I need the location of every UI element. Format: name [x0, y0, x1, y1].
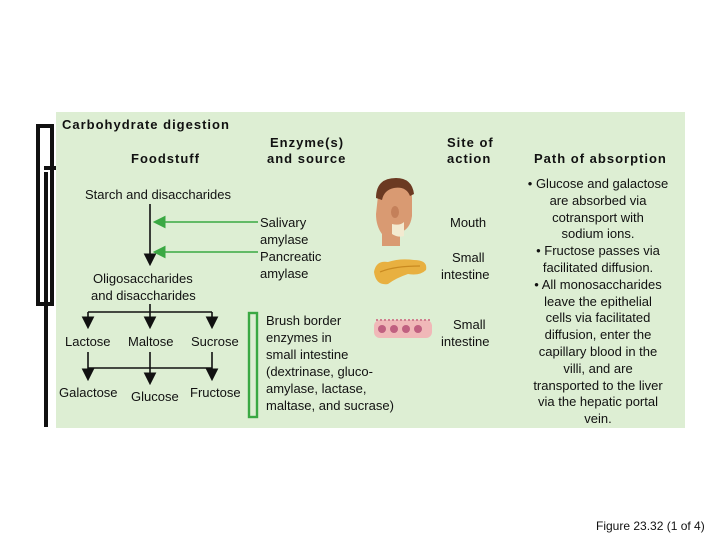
absorption-line: transported to the liver	[533, 377, 663, 393]
foodstuff-galactose: Galactose	[59, 385, 118, 400]
absorption-line: leave the epithelial	[544, 293, 652, 309]
absorption-line: facilitated diffusion.	[542, 259, 654, 275]
foodstuff-oligo-line2: and disaccharides	[91, 288, 196, 303]
absorption-line: cotransport with	[552, 209, 644, 225]
foodstuff-glucose: Glucose	[131, 389, 179, 404]
enzyme-pancreatic-line1: Pancreatic	[260, 249, 322, 264]
foodstuff-fructose: Fructose	[190, 385, 241, 400]
site-small-intestine-2-line1: Small	[453, 317, 486, 332]
enzyme-brush-line1: Brush border	[266, 313, 342, 328]
intestinal-cells-illustration-icon	[374, 319, 432, 338]
figure-caption: Figure 23.32 (1 of 4)	[596, 519, 705, 533]
absorption-line: • Fructose passes via	[536, 243, 660, 259]
frame-divider	[44, 166, 56, 170]
absorption-text: • Glucose and galactose are absorbed via…	[512, 176, 684, 428]
foodstuff-lactose: Lactose	[65, 334, 111, 349]
enzyme-brush-line6: maltase, and sucrase)	[266, 398, 394, 413]
header-path: Path of absorption	[534, 151, 667, 166]
head-illustration-icon	[376, 178, 414, 246]
header-enzyme-line2: and source	[267, 151, 347, 166]
header-enzyme-line1: Enzyme(s)	[270, 135, 345, 150]
content-panel	[56, 112, 685, 428]
absorption-line: sodium ions.	[561, 226, 635, 242]
absorption-line: cells via facilitated	[545, 310, 651, 326]
absorption-line: • All monosaccharides	[534, 276, 662, 292]
absorption-line: villi, and are	[563, 360, 633, 376]
foodstuff-maltose: Maltose	[128, 334, 174, 349]
absorption-line: • Glucose and galactose	[527, 176, 669, 191]
enzyme-salivary-line2: amylase	[260, 232, 309, 247]
header-site-line1: Site of	[447, 135, 494, 150]
page-title: Carbohydrate digestion	[62, 117, 230, 132]
enzyme-pancreatic-line2: amylase	[260, 266, 309, 281]
enzyme-salivary-line1: Salivary	[260, 215, 307, 230]
enzyme-brush-line2: enzymes in	[266, 330, 332, 345]
absorption-line: via the hepatic portal	[538, 394, 658, 410]
site-small-intestine-1-line1: Small	[452, 250, 485, 265]
site-small-intestine-2-line2: intestine	[441, 334, 490, 349]
enzyme-brush-line5: amylase, lactase,	[266, 381, 367, 396]
absorption-line: capillary blood in the	[538, 343, 658, 359]
foodstuff-oligo-line1: Oligosaccharides	[93, 271, 193, 286]
header-foodstuff: Foodstuff	[131, 151, 200, 166]
absorption-line: vein.	[584, 411, 612, 427]
enzyme-brush-line3: small intestine	[266, 347, 349, 362]
site-small-intestine-1-line2: intestine	[441, 267, 490, 282]
pancreas-illustration-icon	[374, 259, 427, 285]
inner-frame-bracket	[44, 172, 52, 427]
absorption-line: diffusion, enter the	[544, 327, 652, 343]
absorption-line: are absorbed via	[549, 192, 647, 208]
foodstuff-starch: Starch and disaccharides	[85, 187, 231, 202]
enzyme-brush-line4: (dextrinase, gluco-	[266, 364, 373, 379]
site-mouth: Mouth	[450, 215, 487, 230]
header-site-line2: action	[447, 151, 492, 166]
foodstuff-sucrose: Sucrose	[191, 334, 239, 349]
